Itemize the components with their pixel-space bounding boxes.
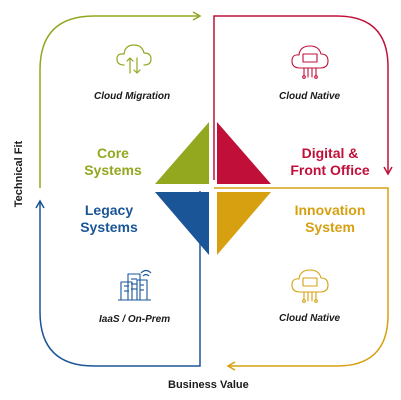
- data-center-icon: [118, 269, 152, 301]
- core-systems-title: Core Systems: [78, 145, 148, 179]
- iaas-on-prem-label: IaaS / On-Prem: [99, 314, 171, 325]
- top-left-outline: [39, 15, 200, 188]
- cloud-native-bottom-label: Cloud Native: [279, 313, 341, 324]
- innovation-system-title-line2: System: [305, 219, 355, 235]
- cloud-chip-icon-bottom: [291, 269, 329, 303]
- innovation-system-triangle: [217, 192, 271, 255]
- legacy-systems-title: Legacy Systems: [74, 202, 144, 236]
- core-systems-title-line2: Systems: [84, 162, 142, 178]
- legacy-systems-triangle: [155, 192, 209, 255]
- bottom-left-arrowhead: [35, 199, 45, 209]
- x-axis-label: Business Value: [168, 379, 249, 391]
- legacy-systems-title-line2: Systems: [80, 219, 138, 235]
- bottom-right-arrowhead: [226, 361, 236, 371]
- top-right-outline: [213, 15, 389, 180]
- cloud-native-top-label: Cloud Native: [279, 91, 341, 102]
- bottom-right-outline: [214, 187, 389, 367]
- digital-front-office-title-line2: Front Office: [290, 162, 370, 178]
- legacy-systems-title-line1: Legacy: [84, 202, 134, 218]
- digital-front-office-title-line1: Digital &: [301, 145, 359, 161]
- digital-front-office-triangle: [217, 122, 271, 184]
- bottom-left-outline: [39, 191, 201, 367]
- core-systems-title-line1: Core: [97, 145, 129, 161]
- core-systems-triangle: [155, 122, 209, 184]
- innovation-system-title: Innovation System: [280, 202, 380, 236]
- y-axis-label: Technical Fit: [13, 140, 25, 208]
- digital-front-office-title: Digital & Front Office: [280, 145, 380, 179]
- top-right-arrowhead: [383, 166, 393, 176]
- cloud-chip-icon-top: [291, 45, 329, 79]
- top-left-arrowhead: [192, 11, 202, 21]
- cloud-upload-icon: [116, 44, 152, 74]
- cloud-migration-label: Cloud Migration: [94, 91, 171, 102]
- innovation-system-title-line1: Innovation: [294, 202, 366, 218]
